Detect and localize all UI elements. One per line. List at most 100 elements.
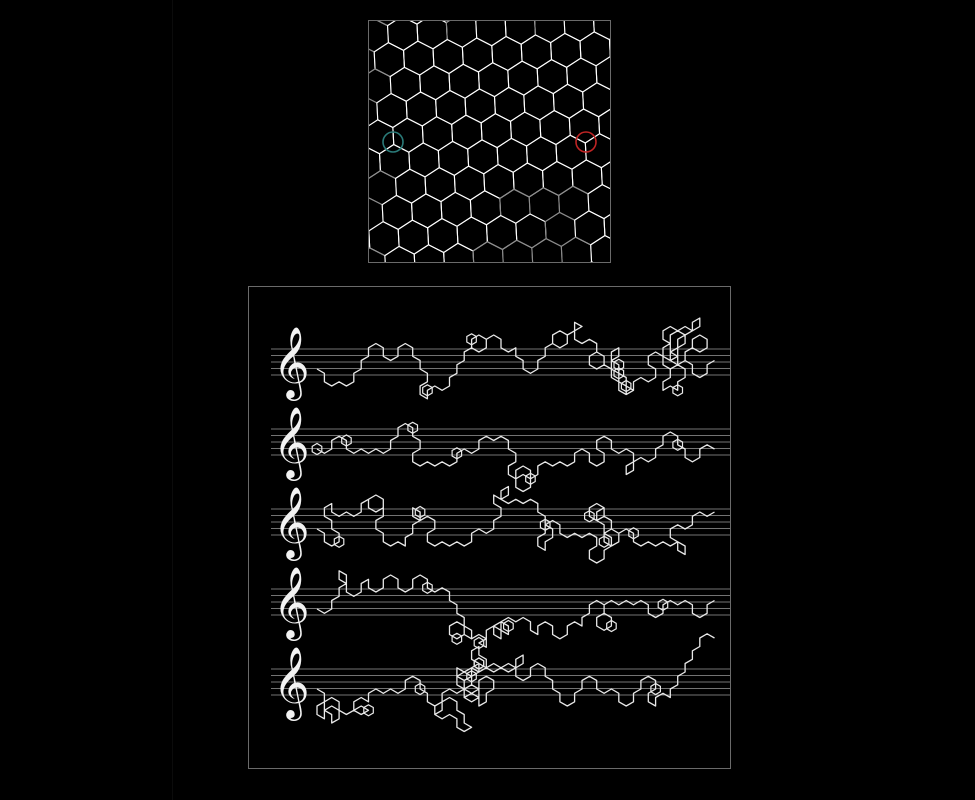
hex-path [316,317,715,400]
hex-note [672,384,684,397]
hex-cell [507,60,539,96]
hex-cell [574,210,606,246]
hex-cell [571,159,603,195]
hex-cell [504,21,536,45]
hex-note [620,379,632,393]
hex-cell [608,29,610,65]
hex-path [316,570,715,648]
hex-cell [531,238,563,262]
hex-cell [394,168,427,204]
hex-cell [424,167,456,203]
hex-cell [475,21,507,47]
hex-note [422,384,433,397]
treble-clef-icon: 𝄞 [273,565,310,641]
hex-cell [560,236,593,262]
staff: 𝄞 [271,317,730,401]
hex-path [316,633,715,733]
hex-cell [397,219,430,255]
score-panel: 𝄞𝄞𝄞𝄞𝄞 [248,286,731,769]
hex-note [451,632,463,645]
hex-cell [541,160,574,197]
hex-note [598,535,610,548]
hex-cell [520,34,553,70]
hex-cell [445,21,478,48]
hex-note [466,670,477,683]
hex-cell [587,183,610,220]
staff: 𝄞 [271,485,730,564]
hex-note [473,657,485,670]
hex-cell [467,139,499,175]
hex-cell [523,85,555,121]
hex-note [473,636,485,650]
end-marker-circle [575,131,597,153]
hex-cell [464,88,496,124]
hex-cell [477,62,510,98]
hex-cell [369,119,395,155]
hex-cell [427,217,459,254]
hex-cell [563,21,595,42]
hex-path [316,485,715,564]
hex-cell [392,117,424,153]
hex-cell [435,89,467,126]
hex-cell [592,21,610,41]
hex-grid-panel [368,20,611,263]
hex-cell [536,58,569,95]
hex-note [422,581,433,594]
hex-cell [405,91,438,127]
hex-cell [493,86,526,122]
hex-note [503,619,514,633]
hex-note [414,682,426,696]
hex-cell [369,21,389,53]
hex-cell [381,194,414,231]
hex-note [363,704,374,717]
hex-cell [552,83,585,119]
hex-note [650,682,661,696]
hex-cell [496,137,528,173]
hex-note [584,510,595,523]
hex-cell [369,247,387,262]
treble-clef-icon: 𝄞 [273,485,310,561]
hex-cell [378,143,411,180]
hex-cell [469,190,502,226]
hex-note [341,434,352,447]
hex-note [333,535,345,548]
start-marker-circle [382,131,404,153]
hex-cell [483,163,515,200]
hex-cell [501,239,534,262]
hex-cell [410,193,443,229]
staff: 𝄞 [271,405,730,493]
hex-cell [384,245,416,262]
hex-cell [369,21,373,28]
hex-cell [386,21,419,51]
hex-cell [421,116,454,152]
hex-cell [376,92,408,129]
hex-cell [512,162,544,198]
hex-note [613,358,625,371]
hex-cell [533,21,566,44]
hex-cell [389,66,422,102]
hex-cell [369,68,392,104]
hex-cell [603,208,610,244]
staff: 𝄞 [271,565,730,650]
hex-cell [590,234,610,262]
hex-cell [598,106,610,143]
hex-cell [461,37,494,73]
hex-cell [539,109,571,146]
hex-cell [584,133,610,169]
hex-cell [485,214,518,251]
hex-cell [491,35,523,72]
hex-cell [443,242,475,262]
hex-cell [413,244,446,262]
hex-cell [472,241,504,262]
hex-cell [437,140,470,176]
hex-note [311,442,323,456]
hex-cell [555,134,587,170]
hex-cell [544,211,577,247]
hex-cell [369,221,400,257]
hex-note [525,472,536,485]
hex-cell [525,136,558,172]
hex-grid [369,21,610,262]
hex-cell [528,187,561,223]
hex-cell [499,188,531,224]
hex-note [539,518,551,531]
